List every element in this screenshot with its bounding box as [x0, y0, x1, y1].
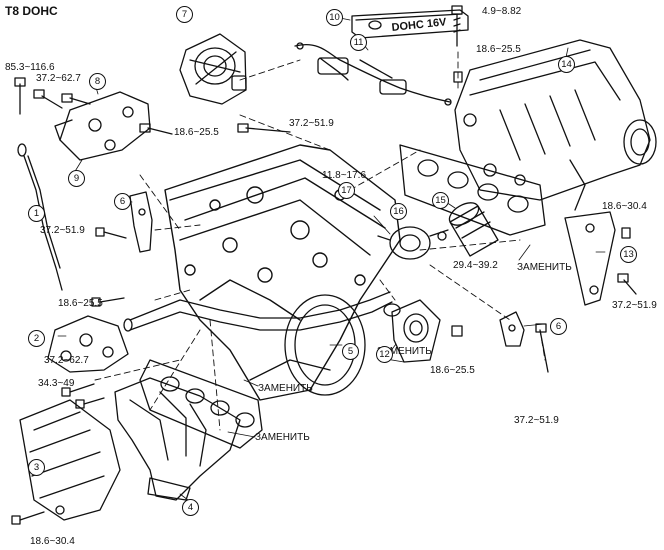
exhaust-gasket [139, 359, 263, 449]
torque-label: 18.6~30.4 [602, 201, 647, 212]
torque-label: 18.6~30.4 [30, 536, 75, 547]
callout-number: 4 [182, 499, 199, 516]
diagram-title: T8 DOHC [5, 4, 58, 18]
bolts-left [14, 77, 291, 135]
bolt-cover [451, 5, 463, 47]
alternator-bracket [54, 91, 151, 161]
engine-block [164, 144, 401, 401]
intake-gasket [399, 144, 546, 236]
torque-label: 85.3~116.6 [5, 62, 55, 73]
intake-manifold [454, 39, 657, 211]
callout-number: 16 [390, 203, 407, 220]
callout-number: 8 [89, 73, 106, 90]
callout-number: 11 [350, 34, 367, 51]
callout-number: 5 [342, 343, 359, 360]
callout-number: 2 [28, 330, 45, 347]
torque-label: 34.3~49 [38, 378, 75, 389]
torque-label: 37.2~51.9 [514, 415, 559, 426]
replace-note: ЗАМЕНИТЬ [258, 383, 313, 394]
replace-note: ЗАМЕНИТЬ [255, 432, 310, 443]
misc-bolts [11, 71, 637, 525]
water-pump [377, 226, 449, 260]
callout-number: 14 [558, 56, 575, 73]
torque-label: 37.2~51.9 [612, 300, 657, 311]
thermostat-housing [383, 299, 441, 363]
replace-note: ЗАМЕНИТЬ [517, 262, 572, 273]
callout-number: 12 [376, 346, 393, 363]
spark-plug-wires [294, 42, 452, 106]
leader-lines [33, 17, 606, 501]
callout-number: 6 [550, 318, 567, 335]
torque-label: 37.2~51.9 [40, 225, 85, 236]
oil-filter [448, 202, 499, 257]
callout-number: 1 [28, 205, 45, 222]
cover-plate-text: DOHC 16V [391, 16, 448, 34]
torque-label: 37.2~62.7 [36, 73, 81, 84]
callout-number: 7 [176, 6, 193, 23]
torque-label: 11.8~17.6 [322, 170, 367, 181]
torque-label: 37.2~62.7 [44, 355, 89, 366]
manifold-bracket [564, 211, 616, 306]
callout-number: 6 [114, 193, 131, 210]
assembly-lines [94, 51, 546, 431]
callout-number: 3 [28, 459, 45, 476]
callout-number: 15 [432, 192, 449, 209]
torque-label: 18.6~25.5 [58, 298, 103, 309]
torque-label: 4.9~8.82 [482, 6, 522, 17]
callout-number: 17 [338, 182, 355, 199]
replace-note: ЗАМЕНИТЬ [377, 346, 432, 357]
head-cover-plate: DOHC 16V [351, 9, 469, 39]
heat-shield [19, 399, 121, 521]
bracket-6-left [129, 191, 153, 253]
torque-label: 18.6~25.5 [430, 365, 475, 376]
coolant-pipe [123, 291, 393, 332]
engine-mount [47, 315, 129, 373]
torque-label: 18.6~25.5 [174, 127, 219, 138]
alternator [179, 33, 247, 105]
torque-label: 37.2~51.9 [289, 118, 334, 129]
torque-label: 29.4~39.2 [453, 260, 498, 271]
exhaust-manifold [114, 377, 241, 501]
callout-number: 13 [620, 246, 637, 263]
callout-number: 9 [68, 170, 85, 187]
torque-label: 18.6~25.5 [476, 44, 521, 55]
bracket-6-right [499, 311, 525, 347]
callout-number: 10 [326, 9, 343, 26]
